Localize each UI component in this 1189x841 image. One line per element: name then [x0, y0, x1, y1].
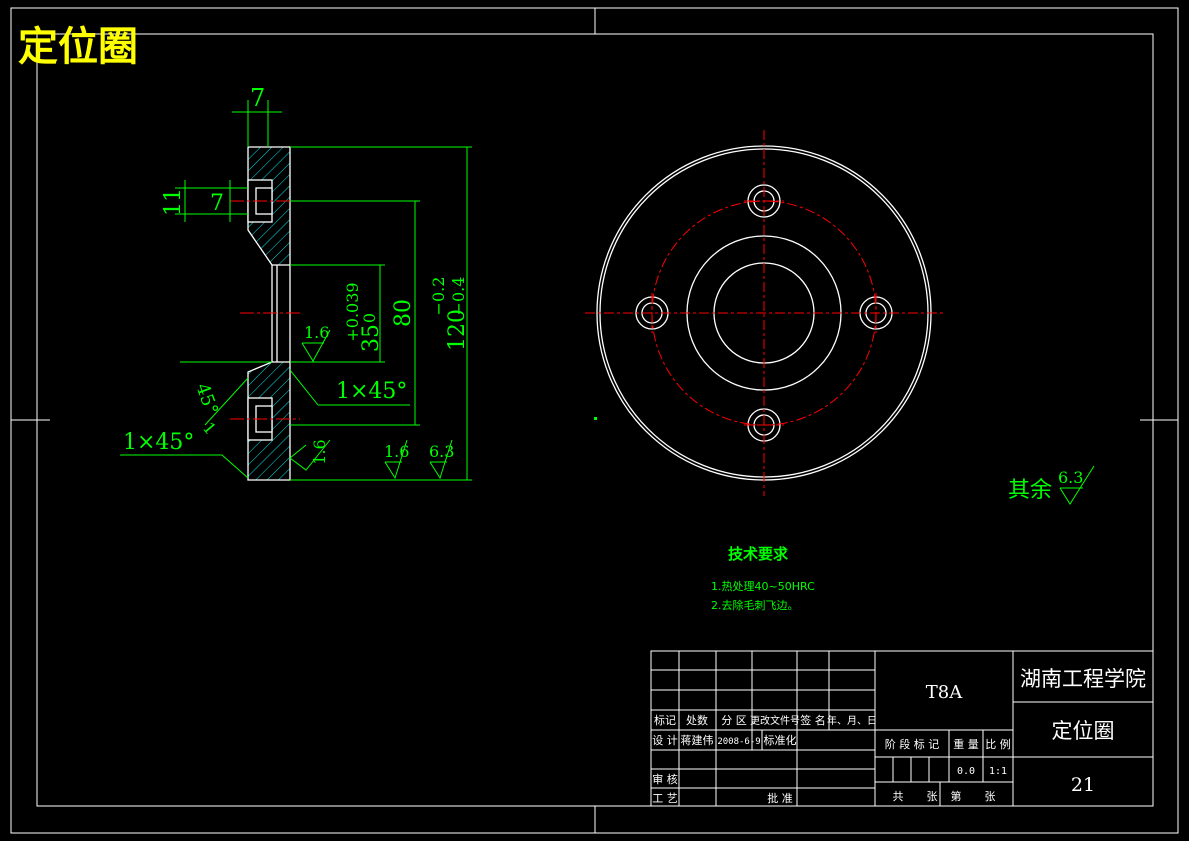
- scale-label: 比 例: [985, 737, 1011, 751]
- weight-value: 0.0: [957, 766, 975, 777]
- dim-left-outer: 11: [161, 188, 186, 216]
- dim-bore-lower: 0: [360, 313, 379, 323]
- roughness-side: 1.6: [310, 439, 329, 464]
- design-date: 2008-6-9: [717, 737, 760, 747]
- dim-chamfer-inner: 1×45°: [336, 379, 407, 404]
- tech-heading: 技术要求: [728, 545, 789, 563]
- drawing-title: 定位圈: [18, 24, 138, 70]
- dim-chamfer-one: 1: [199, 418, 220, 438]
- drawing-frame: [10, 7, 1179, 834]
- title-block-text: T8A 湖南工程学院 定位圈 21 标记 处数 分 区 更改文件号 签 名 年、…: [652, 667, 1146, 805]
- stage-label: 阶 段 标 记: [885, 737, 940, 751]
- approve-label: 批 准: [767, 791, 793, 805]
- dim-80: 80: [391, 299, 416, 327]
- header-fenqu: 分 区: [721, 714, 747, 727]
- dim-bore-dia: 35: [359, 324, 384, 352]
- header-qianming: 签 名: [800, 713, 826, 727]
- total-label: 共: [893, 790, 904, 803]
- part-name: 定位圈: [1052, 719, 1115, 743]
- design-label: 设 计: [652, 734, 678, 747]
- roughness-rest-value: 6.3: [1058, 468, 1083, 487]
- header-date: 年、月、日: [827, 714, 877, 727]
- sheet-label: 第: [951, 789, 962, 803]
- scale-value: 1:1: [989, 766, 1007, 777]
- dim-120-lower: −0.4: [449, 277, 468, 316]
- tech-item-2: 2.去除毛刺飞边。: [711, 598, 799, 612]
- weight-label: 重 量: [953, 737, 979, 751]
- material: T8A: [926, 682, 963, 703]
- tech-item-1: 1.热处理40~50HRC: [711, 580, 815, 593]
- sheets-label: 张: [927, 790, 938, 803]
- dim-chamfer-outer: 1×45°: [123, 430, 194, 455]
- dim-left-inner: 7: [210, 191, 224, 216]
- front-view: [585, 130, 943, 496]
- process-label: 工 艺: [652, 792, 678, 805]
- roughness-rest-label: 其余: [1008, 478, 1052, 503]
- header-gengai: 更改文件号: [750, 714, 800, 727]
- header-biaoji: 标记: [654, 713, 676, 727]
- dim-120-main: 120: [445, 309, 470, 351]
- designer-name: 蒋建伟: [681, 733, 714, 747]
- roughness-bottom-a: 1.6: [384, 442, 409, 461]
- title-block: [650, 650, 1154, 807]
- section-view: 7 11 7 +0.039 0 35 80 120 −0.2 −0.4 1×45…: [120, 84, 1095, 505]
- dim-top-width: 7: [250, 84, 265, 112]
- review-label: 审 核: [652, 772, 678, 786]
- header-chushu: 处数: [686, 714, 708, 727]
- sheets-label-2: 张: [985, 790, 996, 803]
- roughness-bottom-b: 6.3: [429, 442, 454, 461]
- roughness-bore: 1.6: [304, 323, 329, 342]
- dim-chamfer-angle: 45°: [191, 381, 222, 418]
- dim-bore-upper: +0.039: [343, 282, 362, 341]
- school-name: 湖南工程学院: [1020, 667, 1146, 691]
- drawing-number: 21: [1071, 774, 1095, 796]
- standardization-label: 标准化: [764, 733, 797, 747]
- dim-120-upper: −0.2: [429, 277, 448, 316]
